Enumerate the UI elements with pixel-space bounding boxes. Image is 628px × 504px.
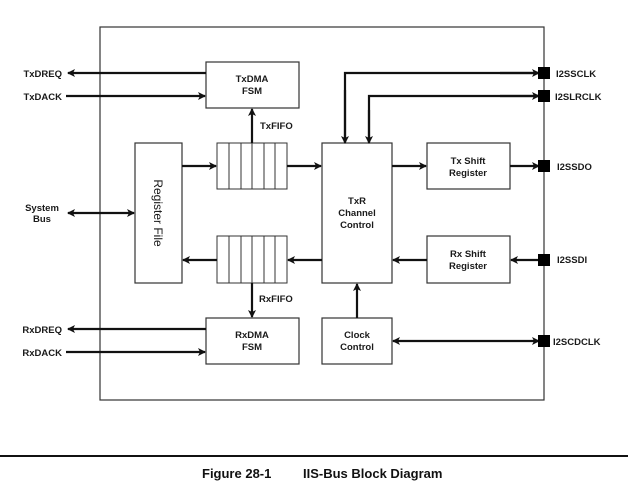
i2ssdo-label: I2SSDO xyxy=(557,162,592,173)
txfifo-label: TxFIFO xyxy=(260,121,293,132)
lrclk-wire xyxy=(367,94,539,142)
txr-channel-control-block xyxy=(321,142,393,284)
register-file-label: Register File xyxy=(151,179,165,247)
clock-label-2: Control xyxy=(340,342,374,353)
pin-i2ssclk xyxy=(538,67,550,79)
txdack-label: TxDACK xyxy=(23,92,62,103)
txfifo-block xyxy=(216,142,288,190)
txr-label-3: Control xyxy=(340,220,374,231)
signal-wires xyxy=(66,69,540,356)
i2scdclk-label: I2SCDCLK xyxy=(553,337,601,348)
rx-shift-label-1: Rx Shift xyxy=(450,249,487,260)
txdma-fsm-block xyxy=(205,61,300,109)
tx-shift-register-block xyxy=(426,142,511,190)
system-bus-label-1: System xyxy=(25,203,59,214)
register-file-block xyxy=(134,142,183,284)
txdma-label-2: FSM xyxy=(242,86,262,97)
rxfifo-label: RxFIFO xyxy=(259,294,293,305)
rx-shift-label-2: Register xyxy=(449,261,487,272)
rxdma-fsm-block xyxy=(205,317,300,365)
txr-label-2: Channel xyxy=(338,208,375,219)
i2ssdi-label: I2SSDI xyxy=(557,255,587,266)
rxdma-label-2: FSM xyxy=(242,342,262,353)
txr-label-1: TxR xyxy=(348,196,366,207)
pin-i2slrclk xyxy=(538,90,550,102)
sclk-wire xyxy=(343,71,539,142)
figure-number: Figure 28-1 xyxy=(202,466,271,481)
rxdreq-label: RxDREQ xyxy=(22,325,62,336)
system-bus-label-2: Bus xyxy=(33,214,51,225)
rxdack-label: RxDACK xyxy=(22,348,62,359)
figure-title: IIS-Bus Block Diagram xyxy=(303,466,442,481)
txdma-label-1: TxDMA xyxy=(236,74,269,85)
rxfifo-block xyxy=(216,235,288,284)
rxdma-label-1: RxDMA xyxy=(235,330,269,341)
clock-label-1: Clock xyxy=(344,330,371,341)
pin-i2ssdo xyxy=(538,160,550,172)
pin-i2ssdi xyxy=(538,254,550,266)
i2ssclk-label: I2SSCLK xyxy=(556,69,596,80)
clock-control-block xyxy=(321,317,393,365)
tx-shift-label-2: Register xyxy=(449,168,487,179)
i2slrclk-label: I2SLRCLK xyxy=(555,92,602,103)
tx-shift-label-1: Tx Shift xyxy=(451,156,487,167)
txdreq-label: TxDREQ xyxy=(23,69,62,80)
pin-i2scdclk xyxy=(538,335,550,347)
